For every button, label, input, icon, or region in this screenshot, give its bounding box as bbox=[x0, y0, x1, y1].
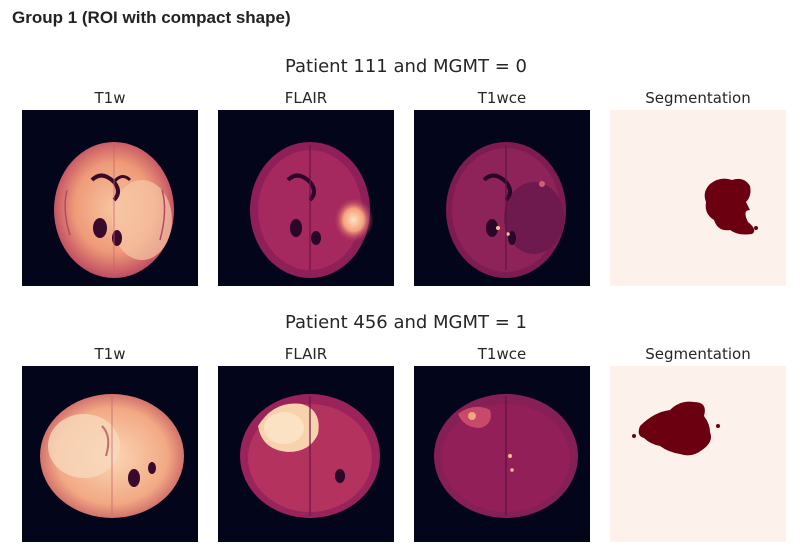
panel-title: T1wce bbox=[477, 345, 527, 363]
panel-t1wce: T1wce bbox=[414, 344, 590, 542]
panel-title: Segmentation bbox=[645, 345, 751, 363]
t1wce-scan-image bbox=[414, 110, 590, 286]
panel-title: Segmentation bbox=[645, 89, 751, 107]
row-title: Patient 456 and MGMT = 1 bbox=[284, 312, 528, 333]
t1w-scan-image bbox=[22, 110, 198, 286]
t1wce-scan-image bbox=[414, 366, 590, 542]
panel-segmentation: Segmentation bbox=[610, 88, 786, 286]
row-title: Patient 111 and MGMT = 0 bbox=[284, 56, 528, 77]
panel-t1wce: T1wce bbox=[414, 88, 590, 286]
t1w-scan-image bbox=[22, 366, 198, 542]
panel-title: FLAIR bbox=[284, 345, 328, 363]
panel-flair: FLAIR bbox=[218, 344, 394, 542]
panel-segmentation: Segmentation bbox=[610, 344, 786, 542]
patient-row-1: Patient 111 and MGMT = 0 T1w FLAIR bbox=[0, 54, 812, 294]
panel-t1w: T1w bbox=[22, 344, 198, 542]
panel-t1w: T1w bbox=[22, 88, 198, 286]
panel-title: FLAIR bbox=[284, 89, 328, 107]
panel-title: T1w bbox=[94, 89, 126, 107]
flair-scan-image bbox=[218, 366, 394, 542]
group-header: Group 1 (ROI with compact shape) bbox=[12, 8, 291, 27]
segmentation-mask-image bbox=[610, 110, 786, 286]
segmentation-mask-image bbox=[610, 366, 786, 542]
patient-row-2: Patient 456 and MGMT = 1 T1w FLAIR bbox=[0, 310, 812, 550]
flair-scan-image bbox=[218, 110, 394, 286]
panel-title: T1w bbox=[94, 345, 126, 363]
panel-flair: FLAIR bbox=[218, 88, 394, 286]
panel-title: T1wce bbox=[477, 89, 527, 107]
